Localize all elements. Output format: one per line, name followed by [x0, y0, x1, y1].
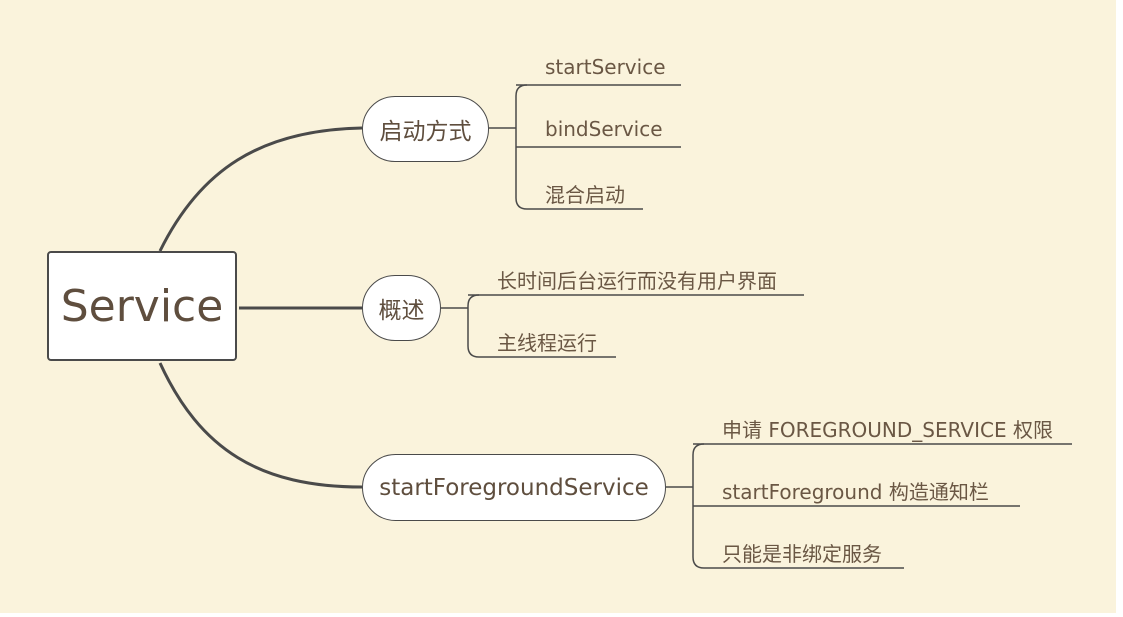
leaf-main-thread[interactable]: 主线程运行	[497, 331, 597, 355]
branch-node-startup-modes[interactable]: 启动方式	[362, 96, 489, 162]
connector-branch-2-bracket	[467, 294, 480, 358]
leaf-request-permission[interactable]: 申请 FOREGROUND_SERVICE 权限	[722, 418, 1053, 442]
branch-node-overview[interactable]: 概述	[362, 275, 441, 341]
connector-root-branch-1	[158, 126, 363, 252]
branch-node-label: startForegroundService	[379, 474, 649, 501]
leaf-unbound-only[interactable]: 只能是非绑定服务	[722, 542, 882, 566]
leaf-background-no-ui[interactable]: 长时间后台运行而没有用户界面	[497, 269, 777, 293]
branch-node-start-foreground-service[interactable]: startForegroundService	[362, 454, 666, 521]
root-node-label: Service	[60, 280, 224, 332]
leaf-start-foreground-notification[interactable]: startForeground 构造通知栏	[722, 480, 989, 504]
branch-node-label: 启动方式	[379, 119, 472, 145]
root-node[interactable]: Service	[47, 251, 237, 361]
leaf-mixed-start[interactable]: 混合启动	[545, 183, 625, 207]
branch-node-label: 概述	[378, 298, 425, 324]
leaf-bind-service[interactable]: bindService	[545, 117, 663, 141]
connector-root-branch-3	[158, 362, 363, 489]
leaf-start-service[interactable]: startService	[545, 55, 666, 79]
